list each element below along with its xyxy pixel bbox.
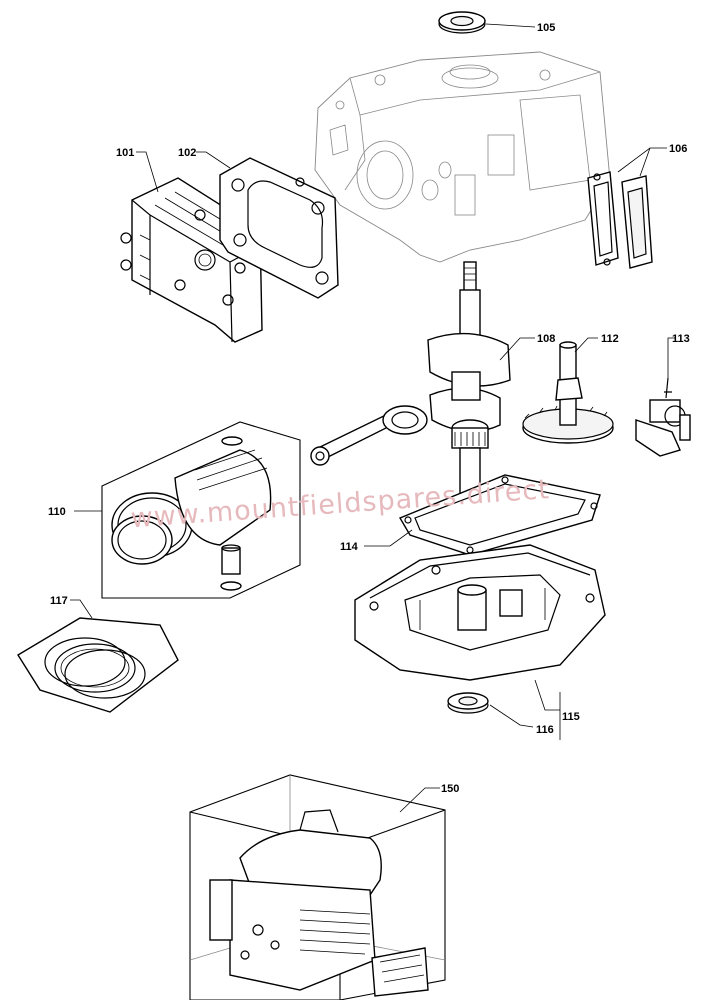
engine-short-block-box (189, 774, 446, 1000)
piston-kit (101, 421, 301, 599)
oil-seal-top (438, 11, 486, 34)
part-label-101: 101 (116, 147, 134, 159)
part-label-102: 102 (178, 147, 196, 159)
crankcase-block (314, 51, 611, 263)
intake-gaskets (587, 171, 653, 269)
sump-cover (354, 544, 606, 681)
piston-rings-pack (17, 617, 179, 713)
head-gasket (219, 157, 339, 299)
part-label-108: 108 (537, 333, 555, 345)
part-label-150: 150 (441, 783, 459, 795)
crankshaft (427, 261, 511, 509)
connecting-rod (310, 405, 428, 466)
part-label-110: 110 (48, 506, 66, 518)
part-label-112: 112 (601, 333, 619, 345)
part-label-114: 114 (340, 541, 359, 553)
part-label-116: 116 (536, 724, 554, 736)
part-label-115: 115 (562, 711, 580, 723)
part-label-106: 106 (669, 143, 687, 155)
camshaft (522, 341, 614, 444)
governor-assembly (635, 377, 691, 457)
part-label-113: 113 (672, 333, 690, 345)
part-label-105: 105 (537, 22, 555, 34)
sump-gasket (398, 474, 601, 556)
oil-seal-bottom (447, 692, 489, 714)
part-label-117: 117 (50, 595, 68, 607)
